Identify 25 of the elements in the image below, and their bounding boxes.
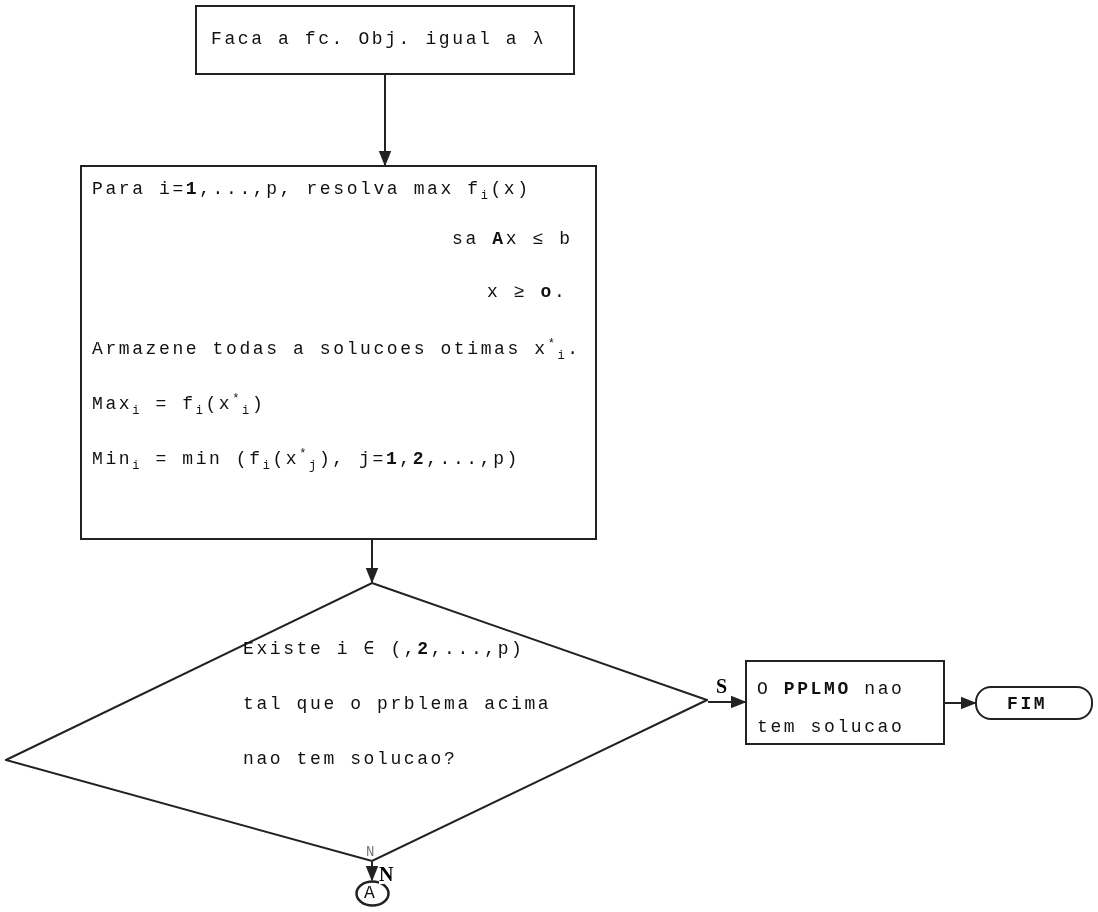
process-text: sa Ax ≤ b: [452, 229, 573, 251]
process-text: Faca a fc. Obj. igual a λ: [211, 29, 547, 51]
arrow: [378, 74, 392, 167]
process-text: O PPLMO nao tem solucao: [757, 678, 906, 739]
process-box: [80, 165, 597, 540]
edge-label: S: [716, 676, 728, 696]
process-box: [745, 660, 945, 745]
decision-text: Existe i ∈ (,2,...,p) tal que o prblema acima nao tem solucao?: [243, 638, 553, 771]
edge-label: N: [379, 864, 394, 884]
arrow: [944, 696, 977, 710]
connector-circle: [355, 880, 390, 907]
branch-label: N: [366, 845, 375, 859]
process-text: Max$_{i}$ = f$_{i}$(x$^{*}$$_{i}$): [92, 392, 266, 418]
process-text: Armazene todas a solucoes otimas x$^{*}$$_{i}$.: [92, 337, 581, 363]
terminal-text: FIM: [1007, 694, 1048, 716]
process-box: [195, 5, 575, 75]
terminal-box: [975, 686, 1093, 720]
process-text: Para i=1,...,p, resolva max f$_{i}$(x): [92, 179, 531, 203]
decision-diamond: [5, 582, 708, 862]
arrow: [365, 539, 379, 584]
connector-letter: A: [364, 883, 378, 905]
arrow: [365, 861, 379, 882]
process-text: x ≥ o.: [487, 282, 568, 304]
process-text: Min$_{i}$ = min (f$_{i}$(x$^{*}$$_{j}$), j=1,2,...,p): [92, 447, 520, 473]
arrow: [707, 695, 747, 709]
